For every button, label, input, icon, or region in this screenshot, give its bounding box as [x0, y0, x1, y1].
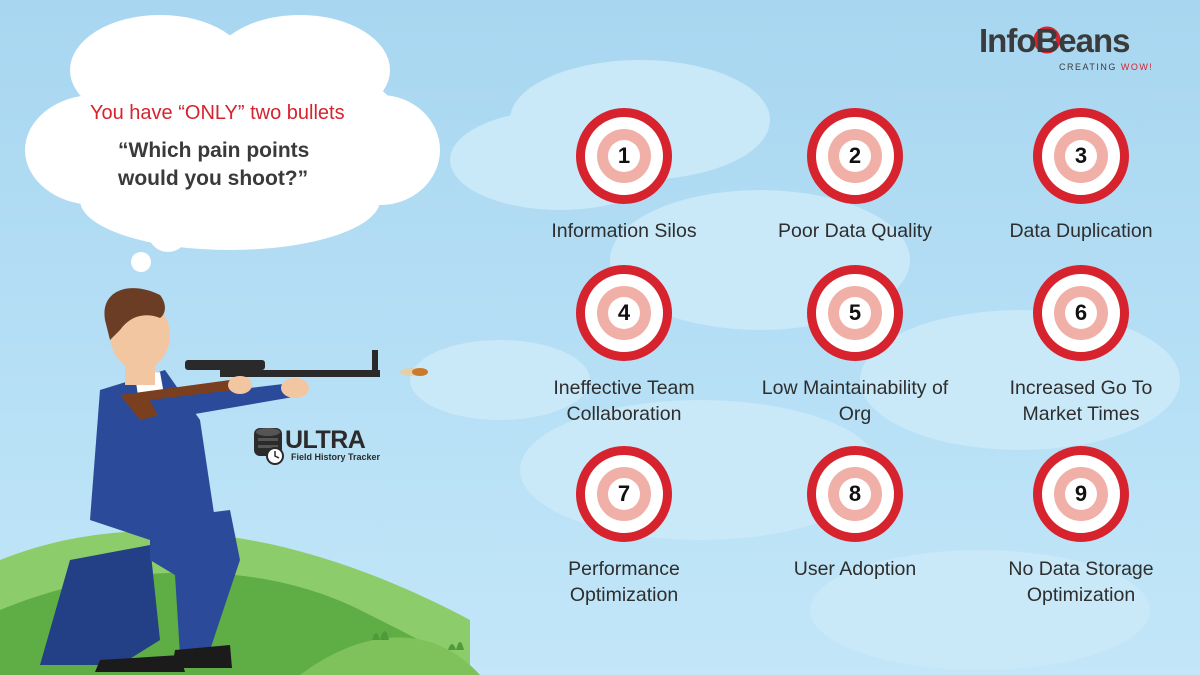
- target-label: Ineffective Team Collaboration: [553, 377, 695, 425]
- bullet: [400, 368, 428, 376]
- target-8: 8 User Adoption: [740, 446, 970, 582]
- target-label: User Adoption: [793, 558, 917, 580]
- target-5: 5 Low Maintainability of Org: [740, 265, 970, 427]
- target-9: 9 No Data Storage Optimization: [966, 446, 1196, 608]
- target-icon: 9: [1033, 446, 1129, 542]
- target-number: 4: [608, 297, 640, 329]
- thought-bubble: [25, 15, 440, 272]
- background-clouds: [410, 60, 1180, 670]
- target-2: 2 Poor Data Quality: [740, 108, 970, 244]
- target-6: 6 Increased Go To Market Times: [966, 265, 1196, 427]
- target-label: Increased Go To Market Times: [1009, 377, 1153, 425]
- logo-tagline-accent: WOW!: [1120, 62, 1154, 72]
- target-label: Performance Optimization: [568, 558, 680, 606]
- target-number: 6: [1065, 297, 1097, 329]
- target-label: Information Silos: [551, 220, 697, 242]
- target-icon: 3: [1033, 108, 1129, 204]
- target-label: Low Maintainability of Org: [761, 377, 949, 425]
- bubble-headline: You have “ONLY” two bullets: [90, 102, 345, 124]
- shooter-figure: [40, 288, 380, 672]
- logo-tagline: CREATING WOW!: [1059, 62, 1169, 72]
- target-number: 2: [839, 140, 871, 172]
- target-number: 7: [608, 478, 640, 510]
- grass-tufts: [372, 631, 464, 650]
- target-icon: 6: [1033, 265, 1129, 361]
- logo-mark-icon: [1033, 26, 1061, 54]
- target-icon: 8: [807, 446, 903, 542]
- target-number: 5: [839, 297, 871, 329]
- target-icon: 1: [576, 108, 672, 204]
- target-label: No Data Storage Optimization: [1008, 558, 1154, 606]
- target-3: 3 Data Duplication: [966, 108, 1196, 244]
- bubble-question: “Which pain points would you shoot?”: [118, 139, 310, 190]
- ultra-badge: ULTRA Field History Tracker: [253, 426, 383, 466]
- database-icon: [254, 428, 284, 465]
- target-number: 8: [839, 478, 871, 510]
- target-icon: 5: [807, 265, 903, 361]
- target-icon: 7: [576, 446, 672, 542]
- target-label: Poor Data Quality: [778, 220, 932, 242]
- ultra-badge-subtitle: Field History Tracker: [291, 452, 381, 462]
- logo-name: InfoBeans: [979, 22, 1131, 59]
- target-number: 1: [608, 140, 640, 172]
- target-1: 1 Information Silos: [509, 108, 739, 244]
- infobeans-logo: InfoBeans CREATING WOW!: [979, 22, 1169, 72]
- target-number: 3: [1065, 140, 1097, 172]
- logo-tagline-prefix: CREATING: [1059, 62, 1121, 72]
- hill-far: [300, 637, 480, 675]
- target-7: 7 Performance Optimization: [509, 446, 739, 608]
- target-number: 9: [1065, 478, 1097, 510]
- target-icon: 4: [576, 265, 672, 361]
- target-4: 4 Ineffective Team Collaboration: [509, 265, 739, 427]
- target-label: Data Duplication: [1009, 220, 1153, 242]
- ultra-badge-title: ULTRA: [285, 426, 366, 454]
- target-icon: 2: [807, 108, 903, 204]
